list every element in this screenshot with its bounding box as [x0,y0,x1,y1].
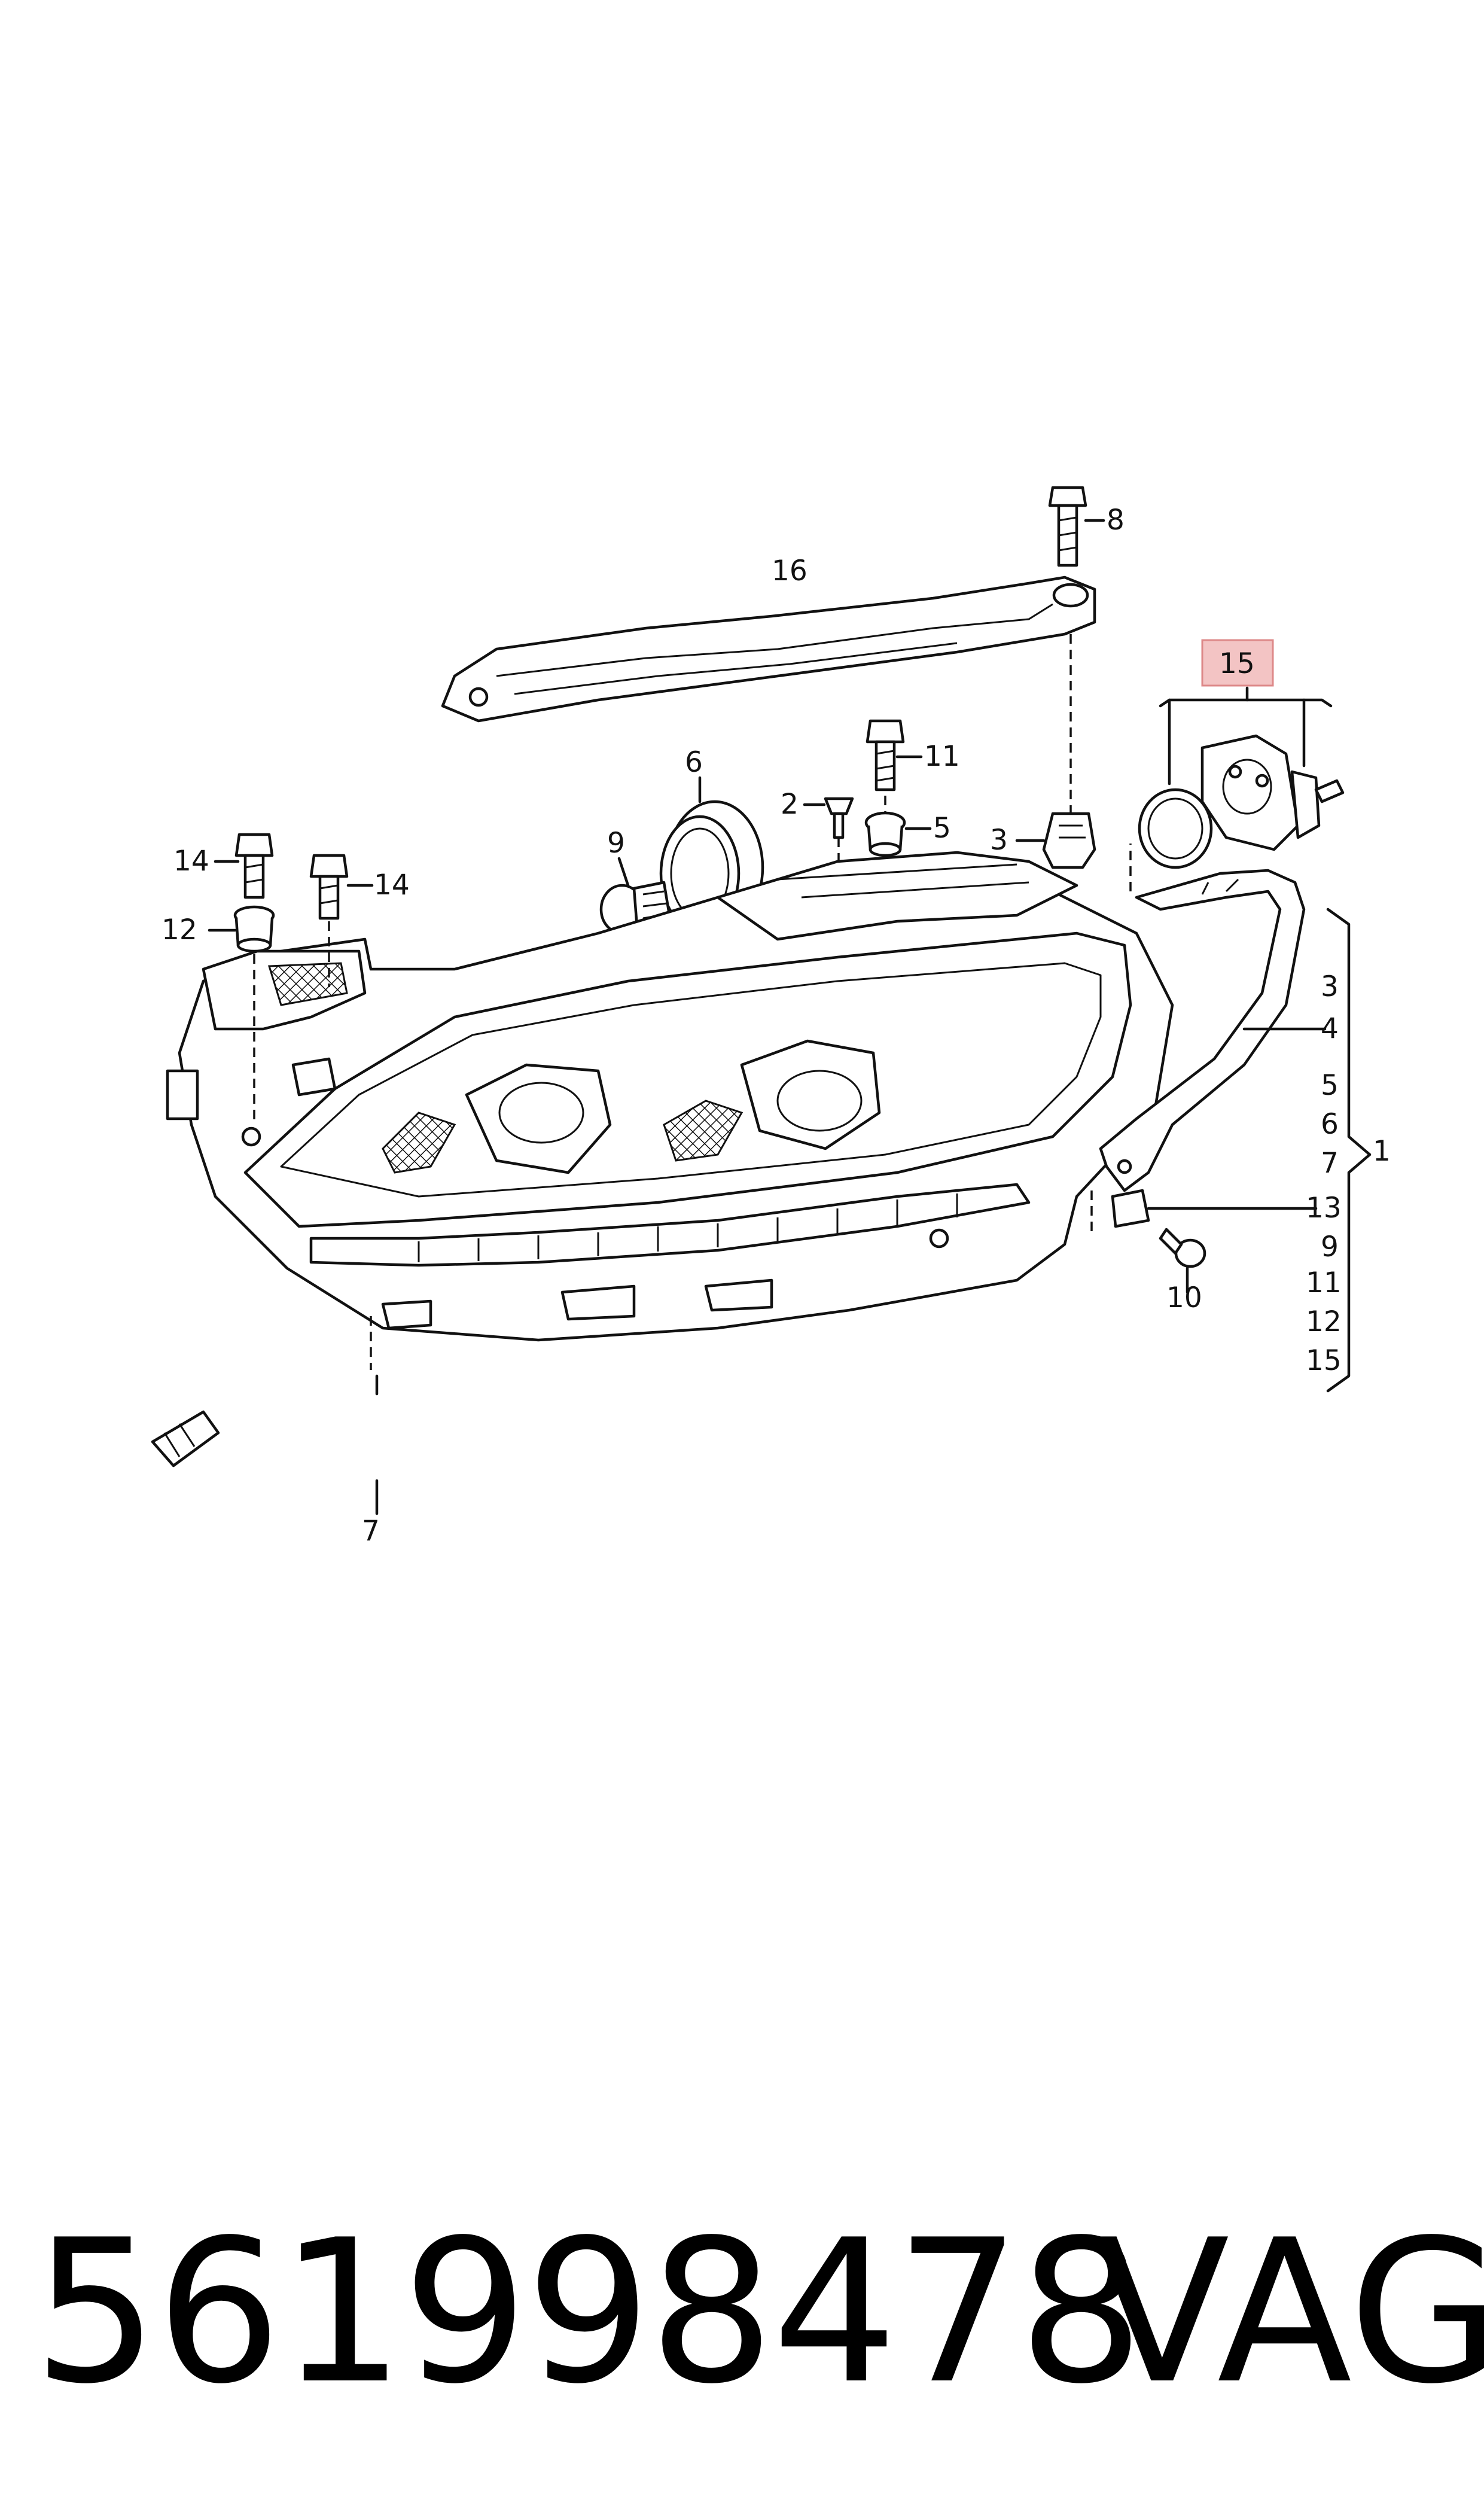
part-number: 561998478 [33,2197,1144,2427]
seal-4-part [1099,869,1306,1192]
screw-10-part [1159,1228,1206,1268]
label-14-right: 14 [374,869,410,902]
brace-1 [1326,908,1372,1393]
label-10: 10 [1166,1281,1202,1314]
label-9: 9 [607,827,625,860]
label-6: 6 [685,746,703,779]
bolt-11-part [866,719,905,791]
clip-3-part [1042,812,1096,869]
plug-2-part [824,797,854,839]
list-11: 11 [1306,1266,1342,1299]
list-7: 7 [1321,1147,1339,1180]
bolt-8-part [1048,486,1087,567]
highlight-box-15 [1201,639,1274,687]
label-2: 2 [781,788,799,821]
label-14-left: 14 [173,845,209,878]
label-1: 1 [1373,1135,1391,1168]
label-5: 5 [933,812,951,845]
label-12: 12 [161,914,197,946]
brand-name: VAG [1095,2197,1484,2427]
label-11: 11 [924,740,960,773]
list-15: 15 [1306,1344,1342,1377]
bolt-14-left-part [234,833,274,899]
list-9: 9 [1321,1231,1339,1263]
list-6: 6 [1321,1108,1339,1141]
headlamp-housing-part [166,851,1174,1342]
leader-9 [617,857,630,887]
bracket-15 [1159,698,1333,708]
label-16: 16 [772,555,807,587]
label-15-highlight: 15 [1219,647,1255,680]
upper-bracket-part [441,576,1096,723]
list-4: 4 [1321,1012,1339,1045]
control-module-15-part [1138,734,1345,869]
list-3: 3 [1321,970,1339,1003]
grommet-5-part [864,811,906,857]
label-7: 7 [362,1515,380,1548]
wiring-harness-7-part [151,1366,464,1485]
list-13: 13 [1306,1192,1342,1225]
label-8: 8 [1107,504,1125,537]
grommet-12-part [233,905,275,953]
list-12: 12 [1306,1305,1342,1338]
list-5: 5 [1321,1069,1339,1102]
bolt-14-right-part [309,854,349,920]
label-3: 3 [990,824,1008,857]
clip-13-part [1111,1189,1150,1228]
